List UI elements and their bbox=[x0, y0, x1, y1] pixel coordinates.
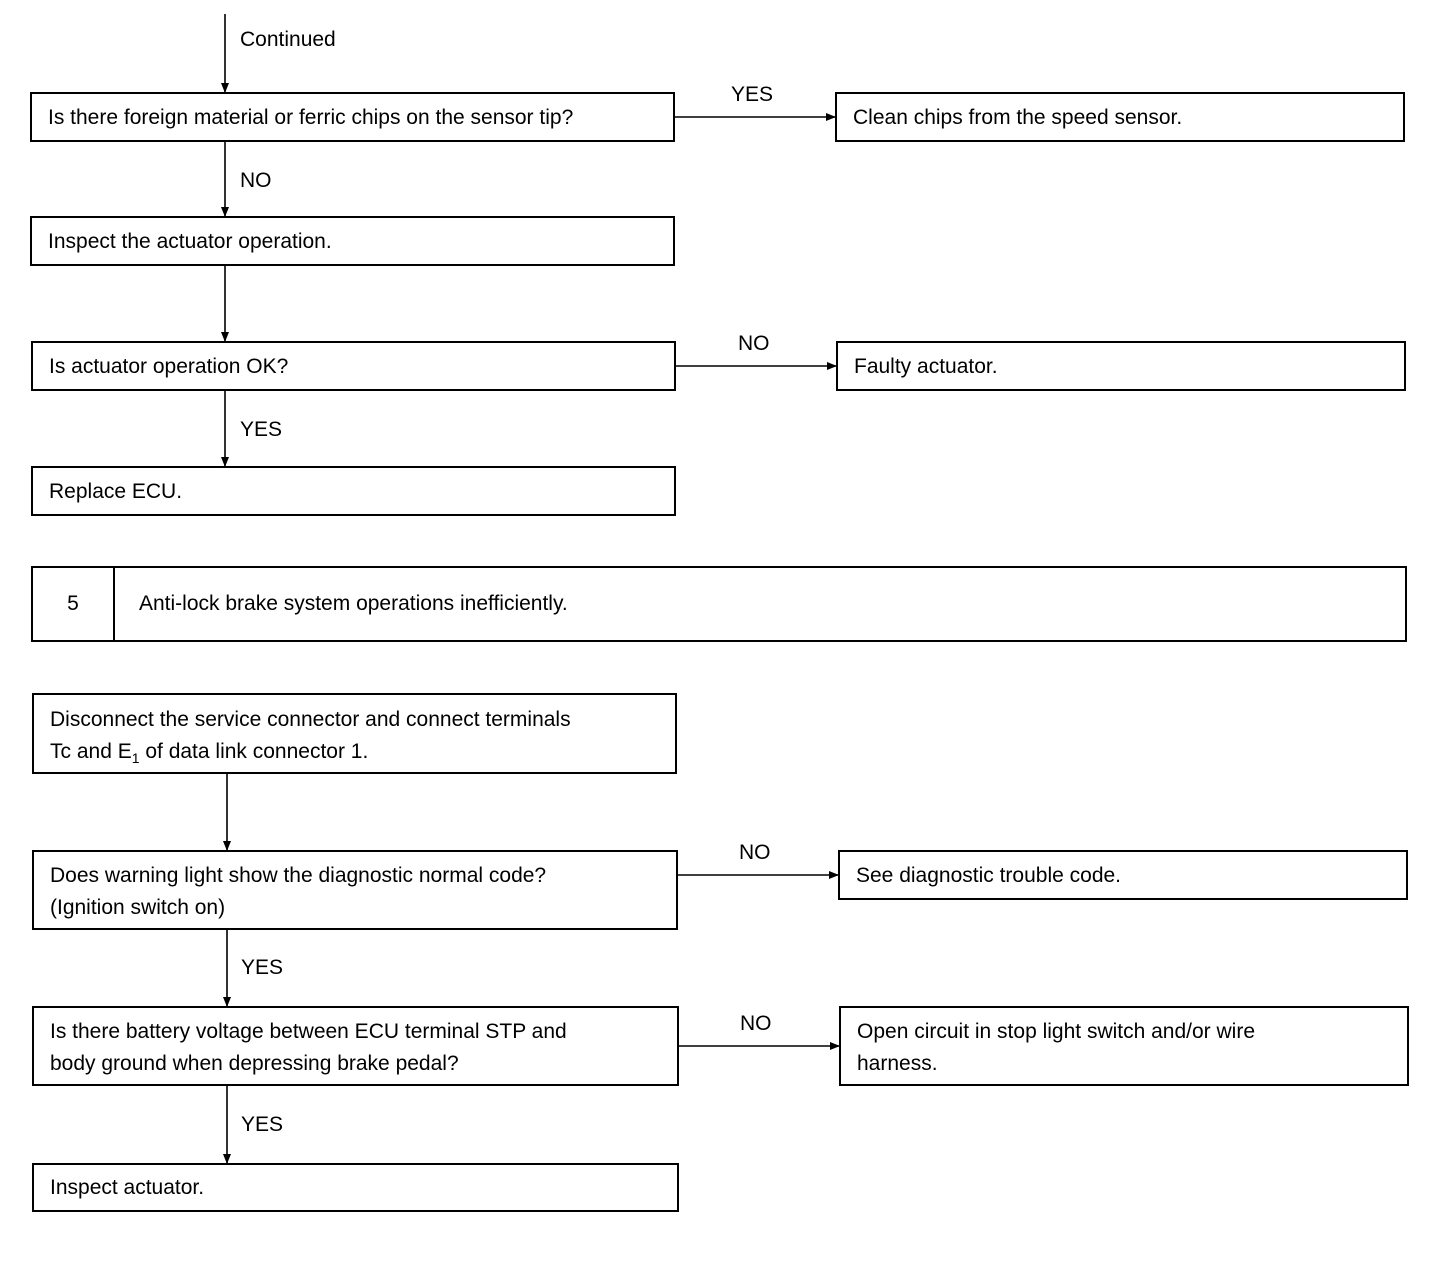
replace-ecu-box: Replace ECU. bbox=[31, 466, 676, 516]
step1-line2-suffix: of data link connector 1. bbox=[139, 740, 369, 763]
inspect-operation-text: Inspect the actuator operation. bbox=[48, 229, 332, 253]
q2-no-result-text: Faulty actuator. bbox=[854, 354, 998, 378]
step1-box: Disconnect the service connector and con… bbox=[32, 693, 677, 774]
q3-line2: (Ignition switch on) bbox=[50, 896, 226, 919]
q2-box: Is actuator operation OK? bbox=[31, 341, 676, 391]
inspect-actuator-text: Inspect actuator. bbox=[50, 1176, 205, 1199]
q3-box: Does warning light show the diagnostic n… bbox=[32, 850, 678, 930]
q4-no-result-line1: Open circuit in stop light switch and/or… bbox=[857, 1020, 1256, 1043]
q4-no-result-box: Open circuit in stop light switch and/or… bbox=[839, 1006, 1409, 1086]
q3-no-label: NO bbox=[739, 841, 771, 864]
continued-label: Continued bbox=[240, 28, 336, 51]
q3-no-result-box: See diagnostic trouble code. bbox=[838, 850, 1408, 900]
q3-line1: Does warning light show the diagnostic n… bbox=[50, 864, 547, 887]
q4-box: Is there battery voltage between ECU ter… bbox=[32, 1006, 679, 1086]
q1-no-label: NO bbox=[240, 169, 272, 192]
q1-yes-result-text: Clean chips from the speed sensor. bbox=[853, 105, 1183, 129]
q2-yes-label: YES bbox=[240, 418, 283, 441]
inspect-actuator-box: Inspect actuator. bbox=[32, 1163, 679, 1212]
q3-yes-label: YES bbox=[241, 956, 284, 979]
q1-box: Is there foreign material or ferric chip… bbox=[30, 92, 675, 142]
step1-line1: Disconnect the service connector and con… bbox=[50, 708, 571, 731]
section-5-header: 5 Anti-lock brake system operations inef… bbox=[31, 566, 1407, 642]
q3-no-result-text: See diagnostic trouble code. bbox=[856, 863, 1122, 887]
q4-line2: body ground when depressing brake pedal? bbox=[50, 1052, 459, 1075]
replace-ecu-text: Replace ECU. bbox=[49, 479, 183, 503]
section-number: 5 bbox=[33, 568, 115, 640]
q4-no-result-line2: harness. bbox=[857, 1052, 938, 1075]
step1-line2: Tc and E1 of data link connector 1. bbox=[50, 736, 661, 774]
step1-line2-prefix: Tc and E bbox=[50, 740, 132, 763]
q1-text: Is there foreign material or ferric chip… bbox=[48, 105, 574, 129]
q2-no-label: NO bbox=[738, 332, 770, 355]
q2-text: Is actuator operation OK? bbox=[49, 354, 289, 378]
q4-line1: Is there battery voltage between ECU ter… bbox=[50, 1020, 567, 1043]
q4-no-label: NO bbox=[740, 1012, 772, 1035]
q2-no-result-box: Faulty actuator. bbox=[836, 341, 1406, 391]
step1-line2-sub: 1 bbox=[131, 750, 140, 767]
q1-yes-result-box: Clean chips from the speed sensor. bbox=[835, 92, 1405, 142]
q1-yes-label: YES bbox=[731, 83, 774, 106]
section-title: Anti-lock brake system operations ineffi… bbox=[139, 592, 568, 615]
inspect-operation-box: Inspect the actuator operation. bbox=[30, 216, 675, 266]
q4-yes-label: YES bbox=[241, 1113, 284, 1136]
